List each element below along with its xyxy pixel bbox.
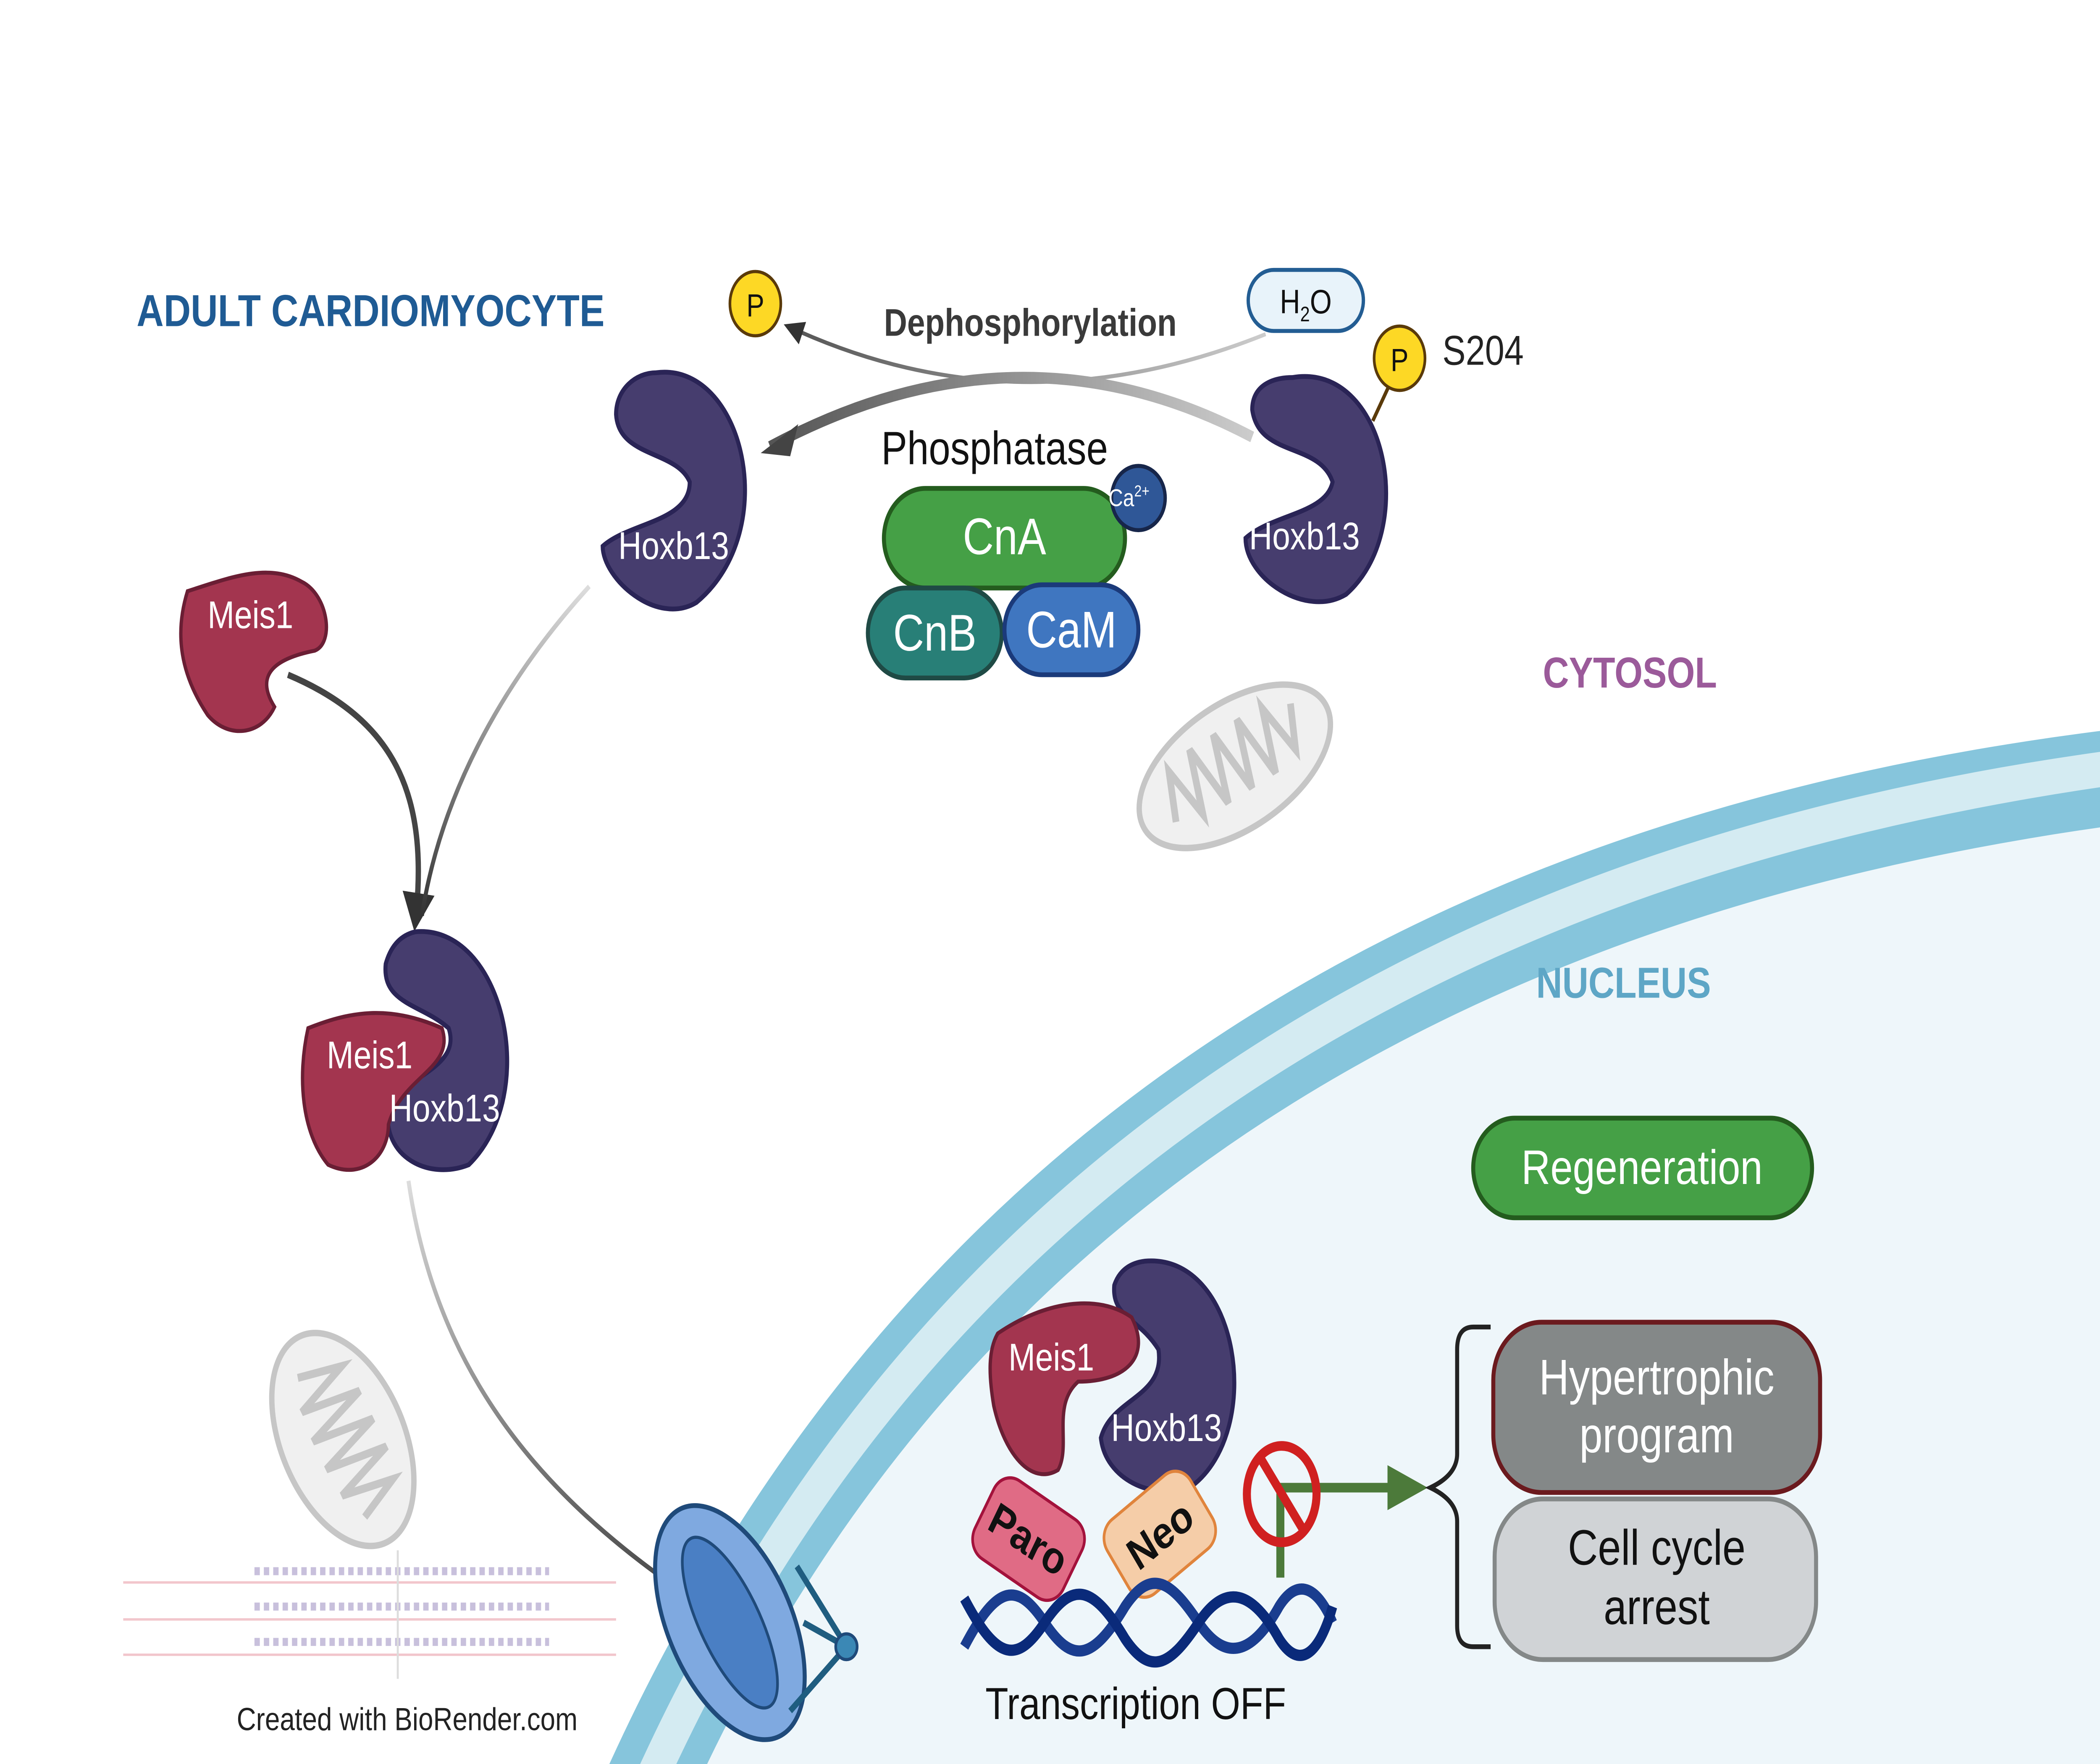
s204-label: S204 <box>1442 327 1524 374</box>
calcineurin-complex: CnA CnB CaM Ca2+ <box>866 464 1167 680</box>
biorender-credit: Created with BioRender.com <box>237 1701 578 1737</box>
hoxb13-shape <box>1243 374 1389 604</box>
cnb-subunit <box>866 585 1004 680</box>
mitochondrion-icon <box>1137 681 1334 851</box>
hoxb13-phosphorylated: Hoxb13 P S204 <box>1243 324 1524 604</box>
meis1-label: Meis1 <box>207 593 293 636</box>
hoxb13-shape <box>1099 1258 1236 1494</box>
sarcomere-icon <box>123 1550 616 1679</box>
hypertrophic-program-box: Hypertrophic program <box>1491 1320 1822 1495</box>
meis1-label: Meis1 <box>1008 1335 1094 1378</box>
cna-label: CnA <box>963 508 1046 565</box>
neo-protein: Neo <box>1102 1470 1217 1599</box>
meis1-shape <box>179 570 328 733</box>
page-title: ADULT CARDIOMYOCYTE <box>136 286 604 336</box>
cell-cycle-line1: Cell cycle <box>1568 1520 1746 1576</box>
nucleus-label: NUCLEUS <box>1536 959 1711 1007</box>
meis1-free: Meis1 <box>179 570 328 733</box>
phosphatase-arrowhead <box>761 424 798 457</box>
dephosphorylation-label: Dephosphorylation <box>884 301 1177 344</box>
cnb-label: CnB <box>893 604 976 662</box>
regeneration-badge: Regeneration <box>1471 1116 1814 1221</box>
water-molecule: H2O <box>1246 268 1365 333</box>
hoxb13-label: Hoxb13 <box>1249 514 1360 558</box>
meis1-shape <box>988 1301 1140 1476</box>
cytosol-label: CYTOSOL <box>1543 649 1717 697</box>
hoxb13-label: Hoxb13 <box>389 1086 500 1129</box>
meis1-shape <box>301 1011 446 1172</box>
phosphatase-arrow <box>768 372 1254 452</box>
calcium-label: Ca2+ <box>1108 482 1149 512</box>
cell-cycle-line2: arrest <box>1604 1580 1710 1635</box>
nuclear-meis1-hoxb13-complex: Meis1 Hoxb13 <box>988 1258 1236 1494</box>
meis1-binding-arrow <box>287 672 435 932</box>
phosphate-released: P <box>728 270 782 338</box>
phosphatase-label: Phosphatase <box>881 423 1108 475</box>
nucleus <box>609 731 2100 1764</box>
hypertrophic-line1: Hypertrophic <box>1539 1350 1774 1406</box>
transcription-arrowhead <box>1387 1465 1428 1510</box>
nuclear-pore-icon <box>653 1503 859 1742</box>
phosphate-group-label: P <box>1391 342 1409 378</box>
cam-subunit <box>1002 582 1141 677</box>
transcription-off-label: Transcription OFF <box>985 1678 1286 1728</box>
hypertrophic-line2: program <box>1579 1407 1734 1463</box>
mitochondrion-icon <box>269 1330 417 1549</box>
dna-helix-icon <box>960 1578 1337 1668</box>
meis1-hoxb13-complex: Meis1 Hoxb13 <box>301 929 509 1172</box>
hoxb13-shape <box>601 370 747 612</box>
water-label: H2O <box>1280 283 1331 326</box>
cell-cycle-arrest-box: Cell cycle arrest <box>1492 1496 1818 1662</box>
regeneration-label: Regeneration <box>1521 1141 1762 1194</box>
hoxb13-binding-arrow <box>420 584 591 916</box>
hoxb13-label: Hoxb13 <box>1111 1406 1222 1449</box>
phosphate-label: P <box>746 287 764 323</box>
meis1-label: Meis1 <box>327 1033 412 1076</box>
calcium-ion <box>1110 464 1167 533</box>
paro-protein: Paro <box>971 1476 1086 1602</box>
cna-subunit <box>882 486 1127 591</box>
phosphate-group <box>1373 324 1427 392</box>
prohibited-icon <box>1243 1441 1321 1547</box>
bracket <box>1425 1324 1491 1649</box>
cam-label: CaM <box>1026 601 1116 659</box>
hoxb13-label: Hoxb13 <box>618 524 729 567</box>
hoxb13-dephosphorylated: Hoxb13 <box>601 370 747 612</box>
